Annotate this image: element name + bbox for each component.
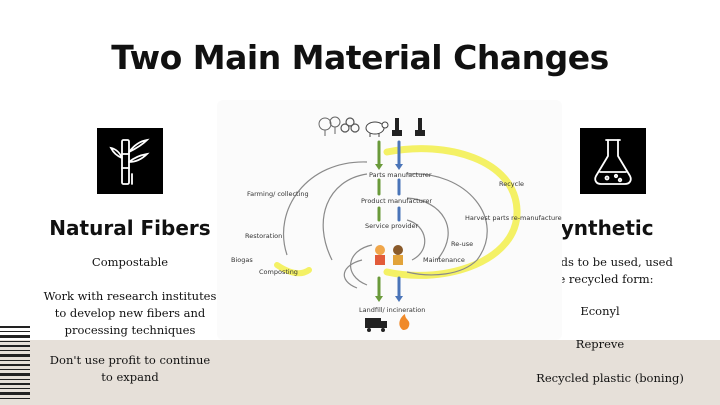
synthetic-point-1: If needs to be used, used the recycled f… (527, 255, 673, 286)
fire-icon (399, 314, 410, 330)
label-restoration: Restoration (245, 232, 282, 240)
flask-icon (580, 128, 646, 194)
composting-highlight (274, 262, 312, 277)
loop-arrows (282, 161, 488, 289)
label-composting: Composting (259, 268, 298, 276)
label-reuse: Re-use (451, 240, 473, 248)
natural-point-2: Work with research institutes to develop… (43, 289, 217, 337)
flow-arrowheads (375, 164, 403, 302)
consumer-icon (375, 245, 403, 265)
natural-point-3: Don't use profit to continue to expand (49, 353, 211, 384)
label-landfill: Landfill/ incineration (359, 306, 425, 314)
truck-icon (365, 318, 387, 332)
synthetic-point-2: Econyl (580, 304, 620, 318)
label-maintenance: Maintenance (423, 256, 465, 264)
label-farming: Farming/ collecting (247, 190, 309, 198)
synthetic-point-3: Repreve (575, 337, 625, 351)
label-service-provider: Service provider (365, 222, 418, 230)
factory-icon (392, 118, 425, 136)
natural-point-1: Compostable (91, 255, 169, 269)
bamboo-icon (97, 128, 163, 194)
barcode-decoration (0, 326, 30, 399)
cotton-icon (340, 117, 360, 133)
synthetic-heading: Synthetic (546, 216, 654, 240)
sheep-icon (365, 121, 389, 137)
label-biogas: Biogas (231, 256, 253, 264)
synthetic-point-4: Recycled plastic (boning) (536, 371, 684, 385)
page-title: Two Main Material Changes (111, 38, 609, 77)
material-flow-diagram: Parts manufacturer Product manufacturer … (217, 100, 562, 340)
recycle-highlight (383, 145, 521, 279)
label-harvest: Harvest parts re-manufacture (465, 214, 562, 222)
bottom-band (0, 340, 720, 405)
natural-fibers-heading: Natural Fibers (49, 216, 211, 240)
label-parts-manufacturer: Parts manufacturer (369, 171, 432, 179)
tree-icon (318, 116, 341, 136)
label-recycle: Recycle (499, 180, 524, 188)
label-product-manufacturer: Product manufacturer (361, 197, 432, 205)
